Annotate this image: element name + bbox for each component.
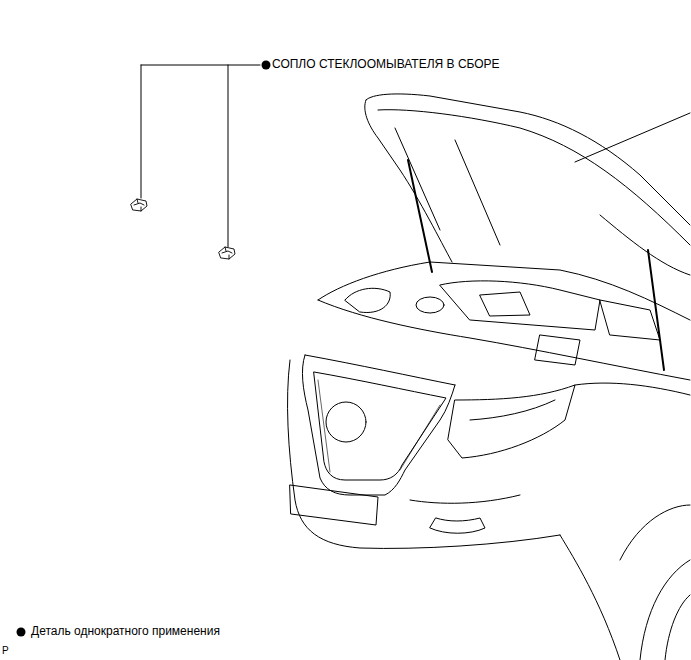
legend-text: Деталь однократного применения xyxy=(31,624,220,638)
leader-lines xyxy=(141,61,271,248)
washer-nozzle xyxy=(131,199,235,259)
legend-bullet xyxy=(17,628,26,637)
car-illustration xyxy=(288,94,690,660)
figure-code: P xyxy=(2,645,22,657)
part-name: СОПЛО СТЕКЛООМЫВАТЕЛЯ В СБОРЕ xyxy=(272,57,517,71)
